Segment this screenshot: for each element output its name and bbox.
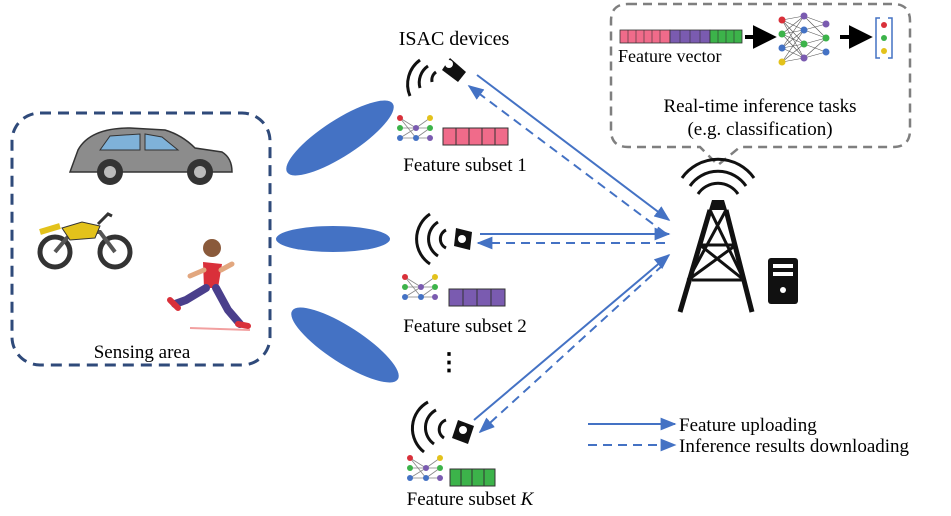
beam-2 [276,226,390,252]
legend-downloading-label: Inference results downloading [679,436,910,457]
uplink-arrow-k [473,253,671,421]
neural-network-icon [407,455,443,481]
runner-icon [167,239,251,331]
beam-1 [286,100,394,176]
uplink-arrow-1 [476,74,671,221]
feature-subset-2-label: Feature subset 2 [403,316,526,337]
downlink-arrow-k [478,264,664,434]
output-vector [875,17,893,59]
vertical-ellipsis: ⋮ [437,350,461,376]
sensor-icon [406,58,466,97]
base-station-icon [677,157,756,313]
feature-vector-bar [619,29,743,44]
inference-tasks-label-line1: Real-time inference tasks [663,96,856,117]
feature-subset-k-bar [449,468,496,487]
isac-devices-label: ISAC devices [399,28,510,50]
neural-network-icon [778,12,830,66]
feature-subset-1-label: Feature subset 1 [403,155,526,176]
sensing-area-label: Sensing area [94,342,191,363]
feature-subset-1-bar [442,127,509,146]
server-icon [768,258,798,304]
sensor-icon [415,212,472,266]
motorcycle-icon [37,212,133,270]
inference-bubble [609,2,912,167]
neural-network-icon [402,274,438,300]
feature-subset-k-label: Feature subset K [407,489,535,510]
downlink-arrow-1 [467,85,666,234]
legend-uploading-label: Feature uploading [679,415,817,436]
sensor-icon [410,400,474,454]
sensing-area-box [10,111,272,367]
neural-network-icon [397,115,433,141]
car-icon [68,127,233,185]
feature-subset-2-bar [448,288,506,307]
inference-tasks-label-line2: (e.g. classification) [687,119,832,140]
legend: Feature uploading Inference results down… [588,415,910,457]
beam-3 [291,307,399,383]
feature-vector-label: Feature vector [618,46,721,66]
